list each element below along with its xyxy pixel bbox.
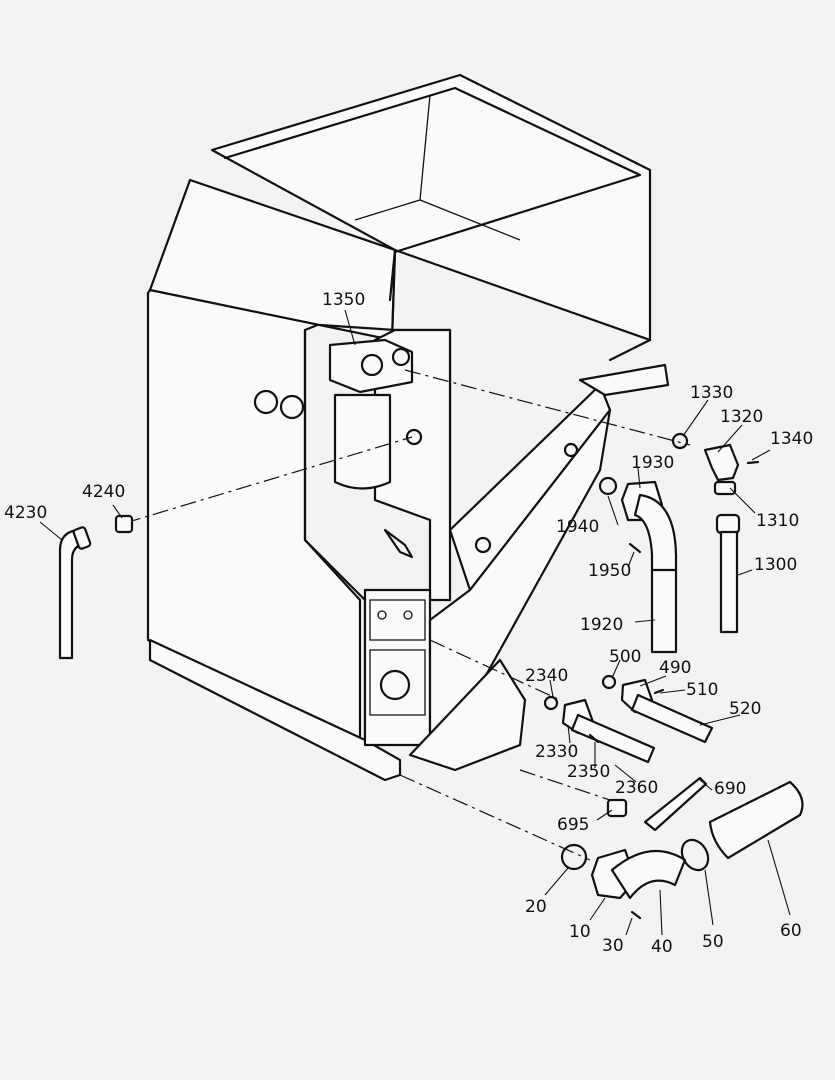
label-50: 50 <box>702 932 724 952</box>
label-490: 490 <box>659 658 691 678</box>
top-right-bracket <box>578 363 670 397</box>
o-ring-2340 <box>543 695 559 711</box>
bottom-foot <box>408 658 527 772</box>
bolt-1340 <box>746 460 760 465</box>
lower-block-port <box>379 669 411 701</box>
hose-fitting <box>72 526 92 550</box>
bolt-30 <box>630 910 642 920</box>
o-ring-1330 <box>671 432 689 450</box>
filter-housing <box>333 393 392 490</box>
filter-port <box>360 353 384 377</box>
o-ring-20 <box>560 843 588 871</box>
elbow-1920 <box>633 493 678 654</box>
pipe-1300 <box>719 530 739 634</box>
bolt-1950 <box>628 542 642 554</box>
label-4230: 4230 <box>4 503 47 523</box>
label-60: 60 <box>780 921 802 941</box>
label-20: 20 <box>525 897 547 917</box>
label-1340: 1340 <box>770 429 813 449</box>
hose-assembly-left <box>58 514 134 660</box>
label-1300: 1300 <box>754 555 797 575</box>
bolt-510 <box>653 688 665 695</box>
arm-bolt <box>474 536 492 554</box>
label-695: 695 <box>557 815 589 835</box>
bolt-hole <box>377 610 387 620</box>
hopper-box <box>210 73 652 342</box>
pipe-assembly-520 <box>601 674 714 744</box>
pipe-assembly-1920 <box>598 476 678 654</box>
label-500: 500 <box>609 647 641 667</box>
side-port-right <box>279 394 305 420</box>
label-10: 10 <box>569 922 591 942</box>
label-1310: 1310 <box>756 511 799 531</box>
clamp-50 <box>680 838 710 872</box>
o-ring-1940 <box>598 476 618 496</box>
filter-head <box>328 338 414 394</box>
pipe-1300-fitting <box>715 513 741 535</box>
label-4240: 4240 <box>82 482 125 502</box>
elbow-1320 <box>703 443 740 482</box>
label-1350: 1350 <box>322 290 365 310</box>
label-510: 510 <box>686 680 718 700</box>
label-2350: 2350 <box>567 762 610 782</box>
label-40: 40 <box>651 937 673 957</box>
bolt-2350 <box>588 733 600 744</box>
fitting-4240 <box>114 514 134 534</box>
hook-bracket <box>383 528 414 559</box>
pipe-assembly-2360 <box>543 695 656 764</box>
pipe-520 <box>630 693 714 744</box>
label-2360: 2360 <box>615 778 658 798</box>
machine-housing <box>146 73 670 782</box>
assembly-centerlines <box>124 369 691 861</box>
label-1330: 1330 <box>690 383 733 403</box>
pipe-2360 <box>570 713 656 764</box>
filter-port <box>391 347 411 367</box>
hopper-inner-rim <box>223 86 642 254</box>
label-520: 520 <box>729 699 761 719</box>
lower-mounting-block <box>363 588 432 747</box>
arm-bolt <box>563 442 579 458</box>
bottom-outlet-assembly <box>560 776 804 920</box>
label-1940: 1940 <box>556 517 599 537</box>
hose-690 <box>643 776 708 832</box>
leader-lines <box>39 309 791 936</box>
side-port-small <box>405 428 423 446</box>
label-690: 690 <box>714 779 746 799</box>
bolt-hole <box>403 610 413 620</box>
lower-block-detail <box>369 599 426 716</box>
label-1320: 1320 <box>720 407 763 427</box>
nut-1310 <box>713 480 737 496</box>
pipe-assembly-1300 <box>671 432 760 634</box>
hopper-inner-lines <box>354 94 521 241</box>
label-30: 30 <box>602 936 624 956</box>
hopper-front-face <box>388 248 652 362</box>
o-ring-500 <box>601 674 617 690</box>
label-1920: 1920 <box>580 615 623 635</box>
label-2340: 2340 <box>525 666 568 686</box>
sleeve-60 <box>708 780 804 860</box>
side-port-left <box>253 389 279 415</box>
label-1950: 1950 <box>588 561 631 581</box>
label-1930: 1930 <box>631 453 674 473</box>
fitting-695 <box>606 798 628 818</box>
label-2330: 2330 <box>535 742 578 762</box>
part-labels: 1350 4240 4230 1330 1320 1340 1930 1310 … <box>4 290 813 957</box>
